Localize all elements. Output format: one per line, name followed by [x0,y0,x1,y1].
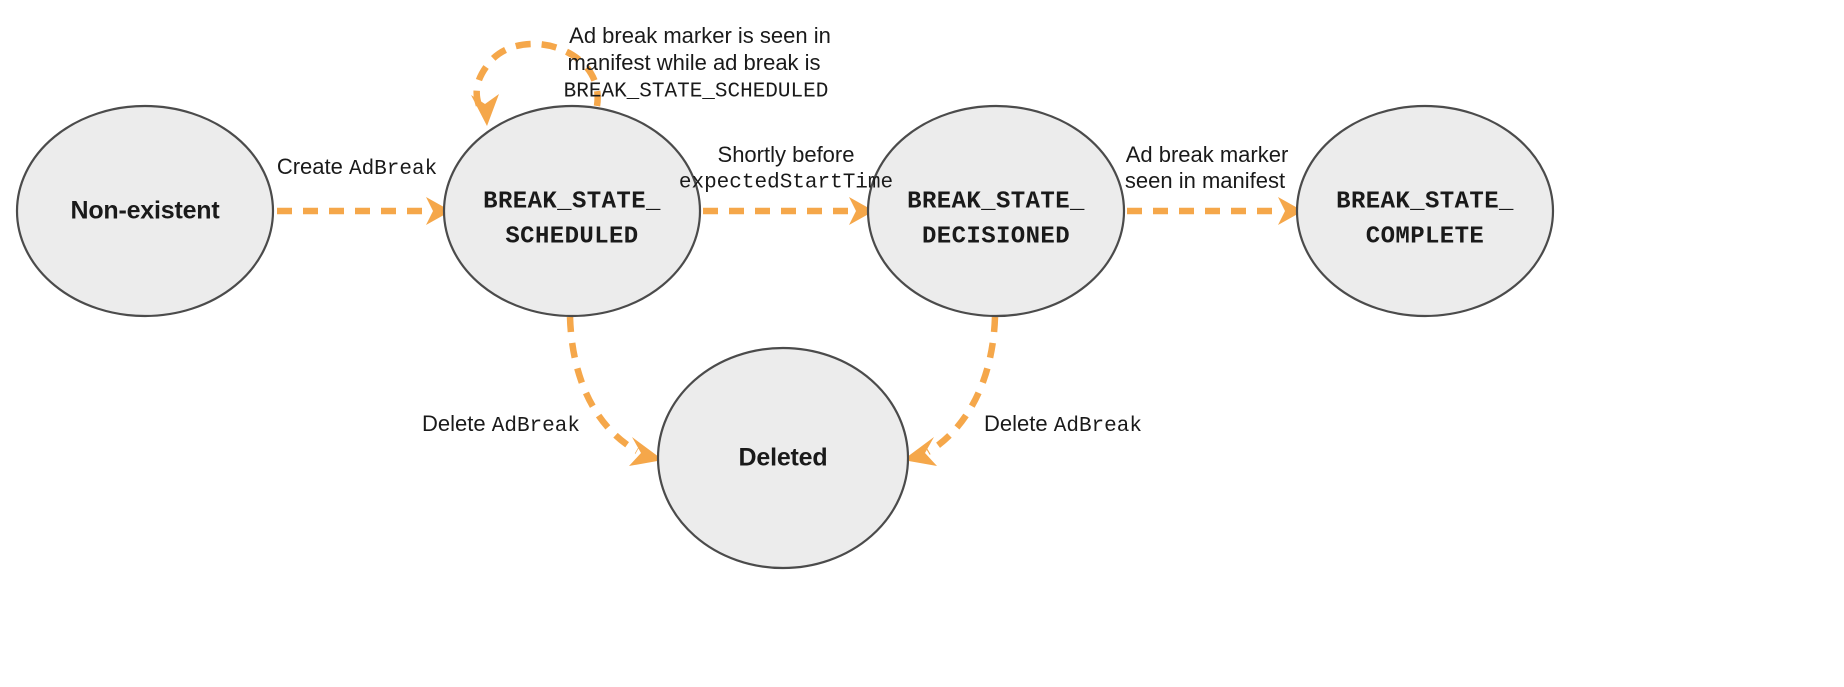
node-shape [15,104,275,318]
node-break-state-scheduled[interactable]: BREAK_STATE_ SCHEDULED [442,104,702,318]
edge-delete-adbreak-from-decisioned [903,316,999,466]
arrow-head-icon [849,197,874,225]
arrow-head-icon [471,94,499,126]
edge-label-delete-adbreak-from-scheduled: Delete AdBreak [422,411,580,438]
edge-label-part-sans: Delete [984,411,1054,436]
node-shape [866,104,1126,318]
edge-label-line-2: seen in manifest [1125,168,1285,193]
node-label-line-2: DECISIONED [922,223,1070,250]
edge-create-adbreak [277,197,451,225]
edge-line [473,40,601,115]
node-non-existent[interactable]: Non-existent [15,104,275,318]
edge-label-line-1: Ad break marker is seen in [569,23,831,48]
edge-label-line-1: Shortly before [718,142,855,167]
edge-shortly-before-expected-start-time [703,197,874,225]
node-break-state-decisioned[interactable]: BREAK_STATE_ DECISIONED [866,104,1126,318]
edge-label-line-3: BREAK_STATE_SCHEDULED [564,81,829,104]
node-label-line-1: BREAK_STATE_ [907,188,1085,215]
edge-label-delete-adbreak-from-decisioned: Delete AdBreak [984,411,1142,438]
edge-label-line-2: manifest while ad break is [567,50,820,75]
edge-label-shortly-before-expected-start-time: Shortly before expectedStartTime [679,142,893,195]
edge-ad-break-marker-seen-in-manifest [1127,197,1303,225]
edge-line [566,316,639,454]
edge-label-part-mono: AdBreak [349,158,437,181]
arrow-head-icon [903,437,937,466]
node-shape [442,104,702,318]
node-label: Deleted [739,444,828,472]
node-shape [656,346,910,570]
edge-label-line-2: expectedStartTime [679,172,893,195]
arrow-head-icon [426,197,451,225]
edge-label-part-sans: Delete [422,411,492,436]
edge-label-create-adbreak: Create AdBreak [277,154,437,181]
edge-label-part-mono: AdBreak [492,415,580,438]
edge-label-ad-break-marker-seen-in-manifest: Ad break marker seen in manifest [1125,142,1288,193]
arrow-head-icon [1278,197,1303,225]
edge-label-line-1: Ad break marker [1126,142,1289,167]
node-deleted[interactable]: Deleted [656,346,910,570]
node-shape [1295,104,1555,318]
edge-label-part-sans: Create [277,154,349,179]
edge-label-part-mono: AdBreak [1054,415,1142,438]
node-label-line-2: SCHEDULED [505,223,638,250]
edge-delete-adbreak-from-scheduled [566,316,663,466]
edge-self-loop-scheduled [471,40,601,126]
edge-label-self-loop-scheduled: Ad break marker is seen in manifest whil… [564,23,831,104]
node-label-line-1: BREAK_STATE_ [483,188,661,215]
node-break-state-complete[interactable]: BREAK_STATE_ COMPLETE [1295,104,1555,318]
node-label-line-2: COMPLETE [1366,223,1484,250]
arrow-head-icon [629,437,663,466]
node-label-line-1: BREAK_STATE_ [1336,188,1514,215]
node-label: Non-existent [70,197,220,225]
edge-line [926,316,999,455]
